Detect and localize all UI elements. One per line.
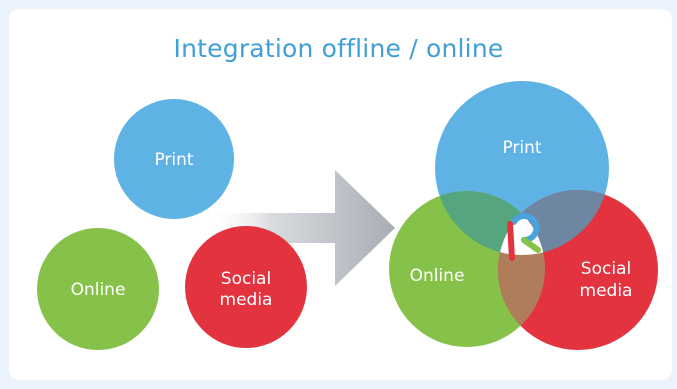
pro-logo-icon (507, 213, 541, 261)
print-circle (114, 99, 234, 219)
venn-print-label: Print (502, 138, 541, 158)
venn-social-label-line2: media (580, 281, 633, 301)
transition-arrow (205, 170, 395, 286)
overlap-print-online (435, 191, 545, 255)
online-label: Online (71, 280, 126, 300)
diagram-title: Integration offline / online (173, 34, 504, 63)
print-label: Print (154, 150, 193, 170)
social-media-circle (185, 226, 307, 348)
venn-online-label: Online (410, 266, 465, 286)
social-label-line1: Social (221, 269, 271, 289)
venn-social-label-line1: Social (581, 259, 631, 279)
social-label-line2: media (220, 290, 273, 310)
online-circle (37, 228, 159, 350)
